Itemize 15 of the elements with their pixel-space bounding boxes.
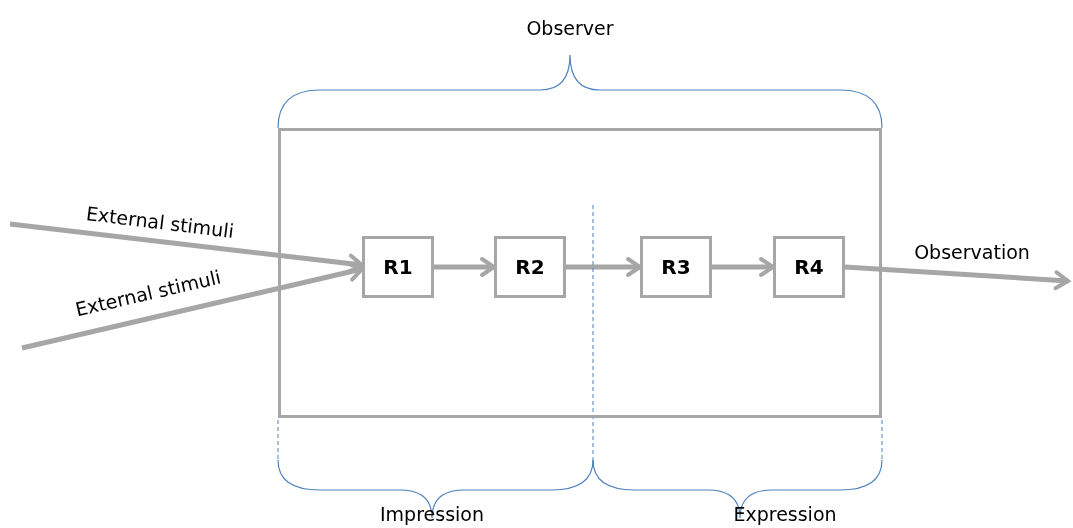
- arrow: [712, 257, 775, 277]
- arrow: [434, 257, 496, 277]
- process-box: R3: [640, 236, 712, 298]
- brace-label: Expression: [733, 503, 837, 525]
- process-box: R2: [494, 236, 566, 298]
- process-box: R1: [362, 236, 434, 298]
- arrow: [566, 257, 642, 277]
- edge-label: Observation: [914, 241, 1030, 263]
- arrow: [844, 264, 1070, 291]
- brace-label: Impression: [380, 503, 484, 525]
- observer-frame: [278, 128, 882, 418]
- process-box: R4: [773, 236, 845, 298]
- brace-label: Observer: [526, 17, 614, 39]
- edge-label: External stimuli: [84, 202, 236, 242]
- edge-label: External stimuli: [73, 265, 223, 321]
